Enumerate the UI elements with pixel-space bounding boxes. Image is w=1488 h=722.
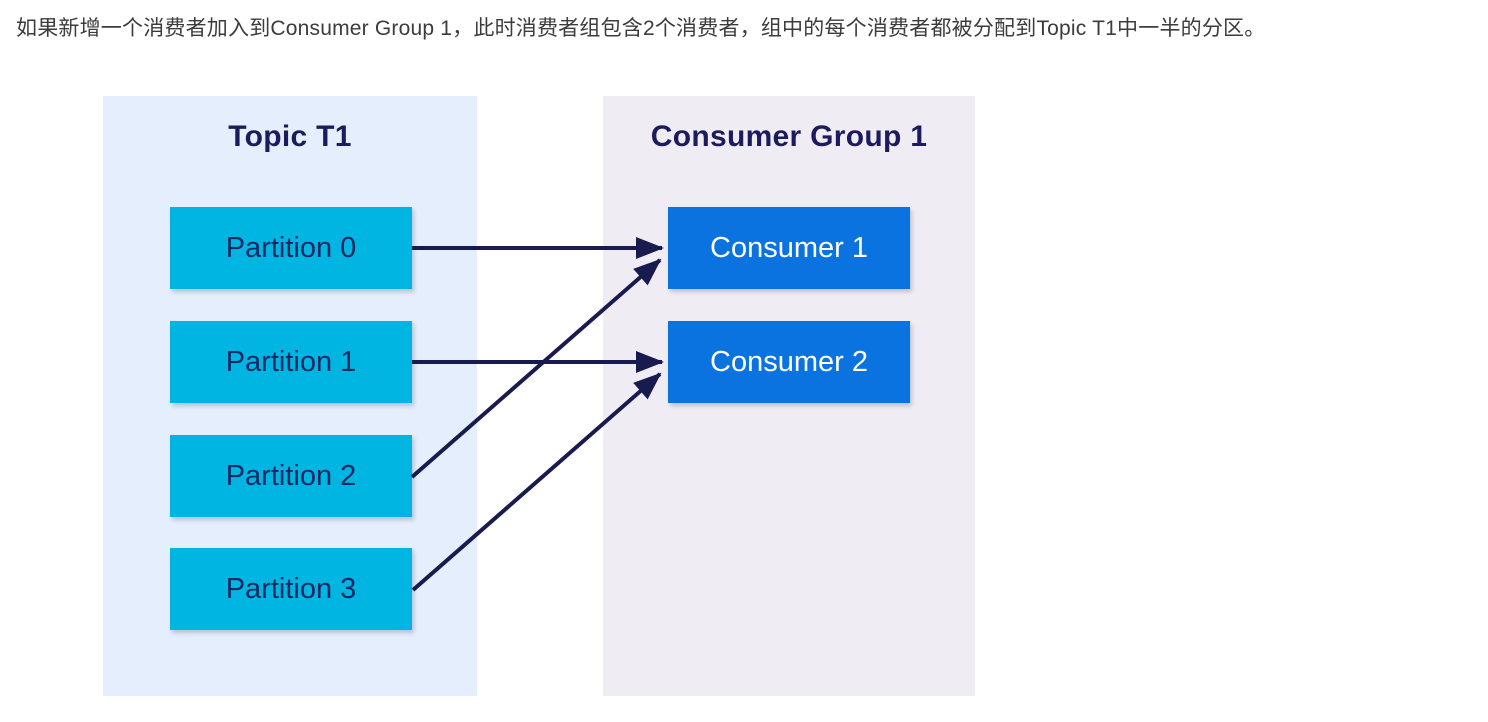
consumer-group-title: Consumer Group 1: [650, 120, 928, 153]
partition-2-label: Partition 2: [225, 459, 357, 492]
consumer-group-panel: Consumer Group 1 Consumer 1 Consumer 2: [603, 96, 975, 696]
consumer-1-label: Consumer 1: [710, 231, 868, 264]
description-text: 如果新增一个消费者加入到Consumer Group 1，此时消费者组包含2个消…: [16, 17, 1266, 40]
partition-3-box: Partition 3: [170, 548, 412, 630]
partition-2-box: Partition 2: [170, 435, 412, 517]
partition-0-label: Partition 0: [225, 231, 357, 264]
partition-1-box: Partition 1: [170, 321, 412, 403]
topic-panel: Topic T1 Partition 0 Partition 1 Partiti…: [103, 96, 477, 696]
consumer-2-label: Consumer 2: [710, 345, 868, 378]
partition-0-box: Partition 0: [170, 207, 412, 289]
consumer-1-box: Consumer 1: [668, 207, 910, 289]
partition-1-label: Partition 1: [225, 345, 357, 378]
topic-title: Topic T1: [228, 120, 352, 153]
partition-3-label: Partition 3: [225, 572, 357, 605]
consumer-2-box: Consumer 2: [668, 321, 910, 403]
